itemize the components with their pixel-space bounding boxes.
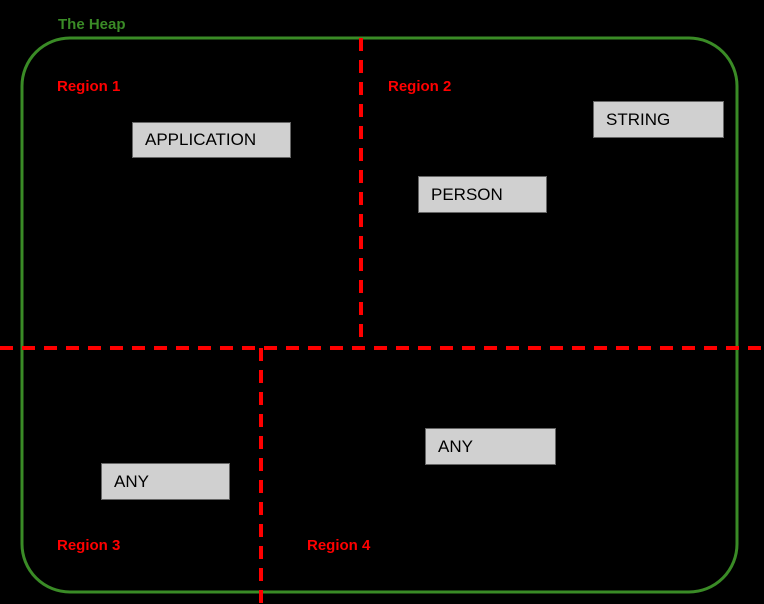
object-box-string[interactable]: STRING [593, 101, 724, 138]
object-box-application[interactable]: APPLICATION [132, 122, 291, 158]
region-label-3: Region 3 [57, 537, 121, 554]
object-box-any-region4[interactable]: ANY [425, 428, 556, 465]
region-label-1: Region 1 [57, 78, 121, 95]
object-box-label: PERSON [431, 184, 503, 204]
object-box-label: STRING [606, 109, 671, 129]
region-label-2: Region 2 [388, 78, 452, 95]
object-box-any-region3[interactable]: ANY [101, 463, 230, 500]
object-box-label: APPLICATION [145, 130, 257, 149]
object-box-label: ANY [114, 471, 149, 491]
region-label-4: Region 4 [307, 537, 371, 554]
object-box-label: ANY [438, 436, 473, 456]
heap-boundary-rect [20, 36, 739, 594]
object-box-person[interactable]: PERSON [418, 176, 547, 213]
heap-title: The Heap [58, 16, 126, 33]
